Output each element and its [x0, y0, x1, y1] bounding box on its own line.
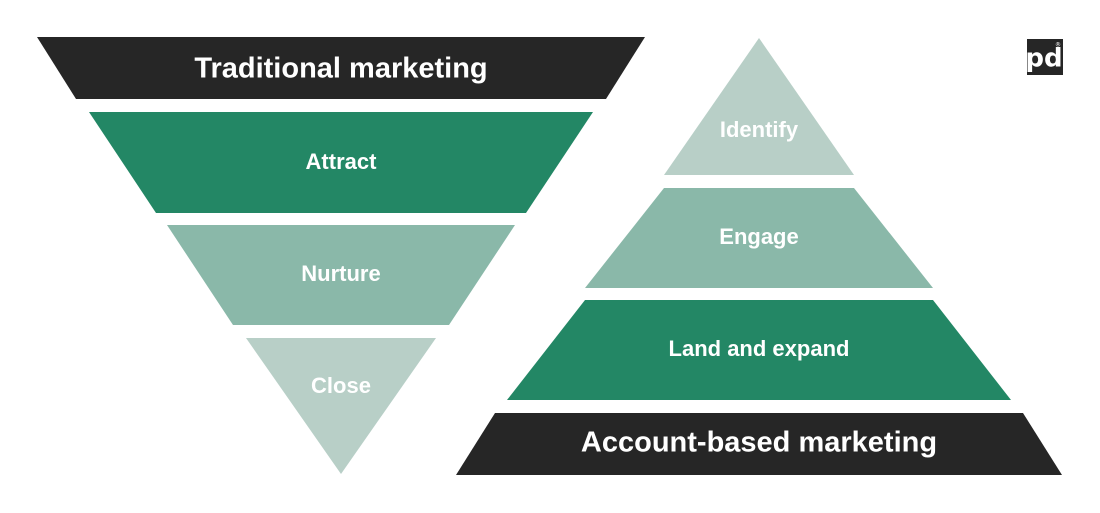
- logo-background: [1027, 39, 1063, 75]
- pyramid-footer-label: Account-based marketing: [581, 427, 937, 459]
- pd-logo-icon: pd ®: [1025, 39, 1063, 75]
- pyramid-footer-band: [456, 413, 1062, 475]
- traditional-funnel: Traditional marketing Attract Nurture Cl…: [37, 37, 645, 474]
- funnel-header-band: [37, 37, 645, 99]
- funnel-stage-attract: [89, 112, 593, 213]
- abm-pyramid: Identify Engage Land and expand Account-…: [456, 38, 1062, 475]
- pyramid-stage-identify: [664, 38, 854, 175]
- funnel-stage-close: [246, 338, 436, 474]
- pyramid-stage-engage-label: Engage: [719, 224, 798, 249]
- funnel-stage-attract-label: Attract: [306, 149, 378, 174]
- pyramid-stage-land-and-expand: [507, 300, 1011, 400]
- pyramid-stage-land-and-expand-label: Land and expand: [669, 336, 850, 361]
- funnel-stage-close-label: Close: [311, 373, 371, 398]
- funnel-stage-nurture-label: Nurture: [301, 261, 380, 286]
- logo-text: pd: [1025, 44, 1062, 74]
- pyramid-stage-engage: [585, 188, 933, 288]
- logo-registered-mark: ®: [1055, 42, 1061, 49]
- funnel-header-label: Traditional marketing: [194, 53, 487, 85]
- pyramid-stage-identify-label: Identify: [720, 117, 799, 142]
- funnel-stage-nurture: [167, 225, 515, 325]
